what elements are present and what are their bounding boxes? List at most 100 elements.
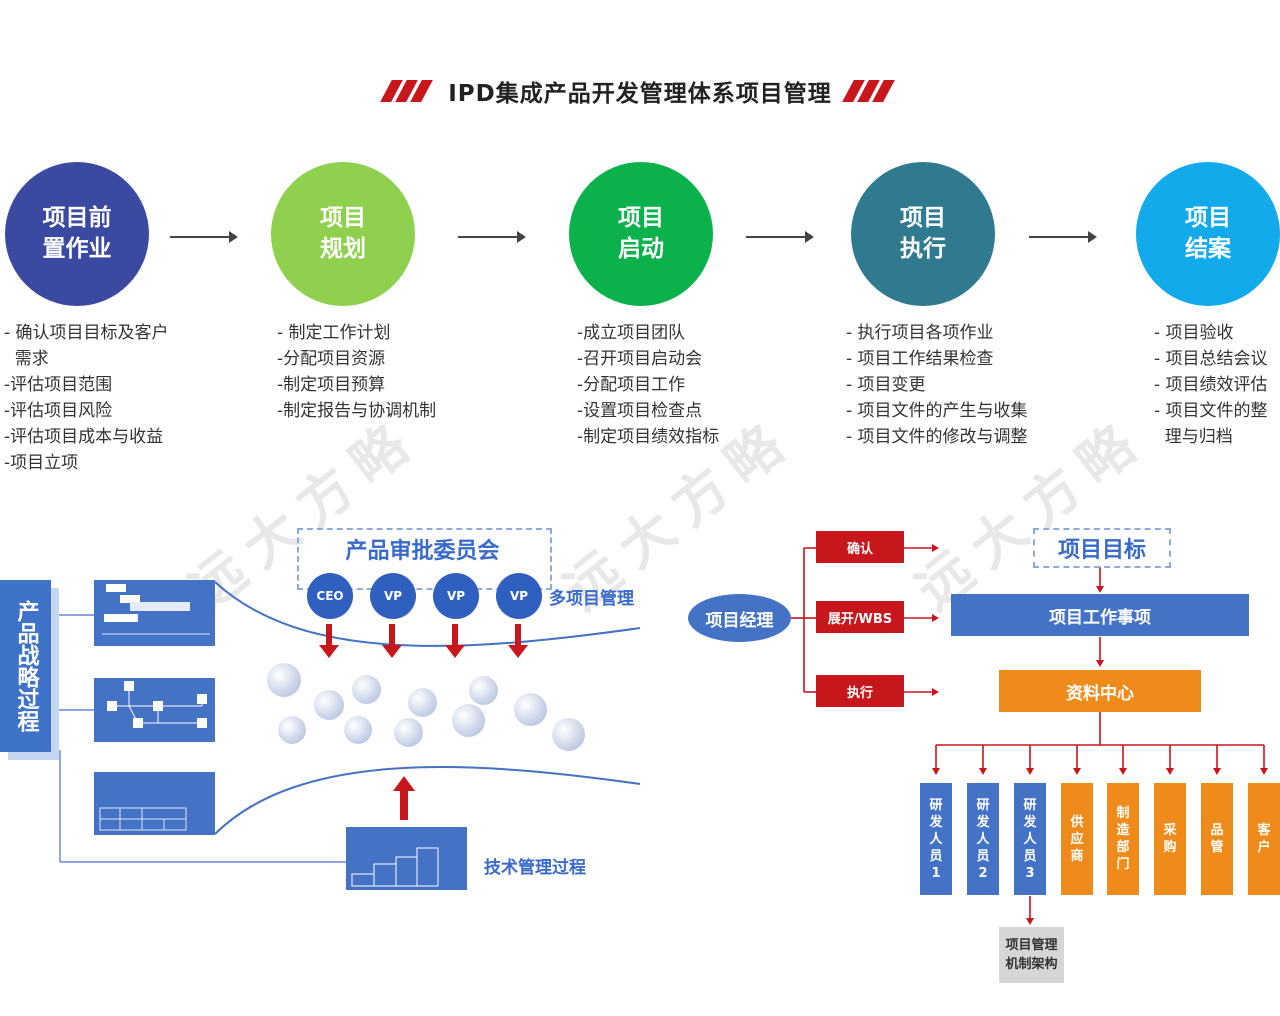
task-item: - 项目绩效评估 xyxy=(1154,375,1268,395)
dept-label: 品管 xyxy=(1210,823,1224,855)
mechanism-line1: 项目管理 xyxy=(1005,938,1058,953)
task-item: -分配项目资源 xyxy=(277,349,386,369)
member-vp: VP xyxy=(433,573,479,619)
mechanism-line2: 机制架构 xyxy=(1005,957,1058,972)
flow-arrow xyxy=(1029,231,1097,243)
network-panel xyxy=(94,678,215,742)
up-arrow-head-icon xyxy=(393,776,415,791)
gantt-chart-icon xyxy=(102,584,210,635)
down-arrow-icon xyxy=(319,624,339,658)
left-diagram-lines xyxy=(52,581,641,863)
task-item: -制定项目绩效指标 xyxy=(577,427,720,447)
project-bubble xyxy=(552,718,585,751)
project-goal-box: 项目目标 xyxy=(1033,528,1171,568)
project-bubble xyxy=(452,704,485,737)
up-arrow-icon xyxy=(400,790,408,820)
phase-circle-closing: 项目 结案 xyxy=(1136,162,1280,306)
task-item: - 确认项目目标及客户 xyxy=(4,323,169,343)
project-bubble xyxy=(469,676,498,705)
flow-arrow xyxy=(746,231,814,243)
task-item: -召开项目启动会 xyxy=(577,349,703,369)
phase-label-line1: 项目前 xyxy=(42,205,112,231)
task-item: - 项目文件的修改与调整 xyxy=(846,427,1028,447)
right-diagram-lines xyxy=(791,544,1268,925)
page-title: IPD集成产品开发管理体系项目管理 xyxy=(448,81,832,107)
bar-steps-icon xyxy=(351,847,439,887)
flow-arrow xyxy=(458,231,526,243)
phase-circle-start: 项目 启动 xyxy=(569,162,713,306)
action-execute: 执行 xyxy=(816,675,904,707)
task-item: -设置项目检查点 xyxy=(577,401,703,421)
task-item: - 项目验收 xyxy=(1154,323,1234,343)
phase-circle-planning: 项目 规划 xyxy=(271,162,415,306)
down-arrow-icon xyxy=(445,624,465,658)
member-vp: VP xyxy=(496,573,542,619)
dept-label: 客户 xyxy=(1257,823,1271,855)
committee-title: 产品审批委员会 xyxy=(345,539,500,564)
down-arrow-icon xyxy=(382,624,402,658)
task-item: - 项目文件的产生与收集 xyxy=(846,401,1028,421)
task-list-planning: - 制定工作计划 -分配项目资源 -制定项目预算 -制定报告与协调机制 xyxy=(277,320,436,424)
dept-rd-2: 研发人员2 xyxy=(967,783,999,895)
project-bubble xyxy=(352,675,381,704)
task-item: - 执行项目各项作业 xyxy=(846,323,994,343)
phase-label-line2: 置作业 xyxy=(42,236,112,262)
mechanism-box: 项目管理 机制架构 xyxy=(999,927,1064,983)
task-item: 需求 xyxy=(4,349,49,369)
tech-process-label: 技术管理过程 xyxy=(484,858,586,878)
task-item: 理与归档 xyxy=(1154,427,1233,447)
committee-box xyxy=(297,528,552,590)
network-diagram-icon xyxy=(107,681,207,728)
dept-customer: 客户 xyxy=(1248,783,1280,895)
task-list-execution: - 执行项目各项作业 - 项目工作结果检查 - 项目变更 - 项目文件的产生与收… xyxy=(846,320,1028,450)
project-bubble xyxy=(408,688,437,717)
task-item: -制定项目预算 xyxy=(277,375,386,395)
dept-label: 采购 xyxy=(1163,823,1177,855)
dept-rd-1: 研发人员1 xyxy=(920,783,952,895)
task-item: -成立项目团队 xyxy=(577,323,686,343)
task-item: -评估项目范围 xyxy=(4,375,113,395)
work-items-box: 项目工作事项 xyxy=(951,594,1249,636)
project-bubble xyxy=(278,716,306,744)
tech-panel xyxy=(346,827,467,890)
phase-label-line2: 结案 xyxy=(1185,236,1231,262)
phase-circle-pre: 项目前 置作业 xyxy=(5,162,149,306)
task-item: -评估项目风险 xyxy=(4,401,113,421)
project-bubble xyxy=(394,718,423,747)
down-arrow-icon xyxy=(508,624,528,658)
action-confirm: 确认 xyxy=(816,531,904,563)
phase-label-line1: 项目 xyxy=(900,205,946,231)
task-item: - 制定工作计划 xyxy=(277,323,391,343)
task-item: - 项目总结会议 xyxy=(1154,349,1268,369)
phase-label-line1: 项目 xyxy=(320,205,366,231)
task-item: - 项目变更 xyxy=(846,375,926,395)
dept-purchasing: 采购 xyxy=(1154,783,1186,895)
phase-label-line2: 启动 xyxy=(618,236,664,262)
dept-label: 研发人员1 xyxy=(929,797,943,881)
task-item: - 项目工作结果检查 xyxy=(846,349,994,369)
phase-label-line2: 规划 xyxy=(320,236,366,262)
table-grid-icon xyxy=(99,807,187,831)
flow-arrow xyxy=(170,231,238,243)
dept-quality: 品管 xyxy=(1201,783,1233,895)
task-item: -分配项目工作 xyxy=(577,375,686,395)
dept-rd-3: 研发人员3 xyxy=(1014,783,1046,895)
phase-label-line1: 项目 xyxy=(1185,205,1231,231)
phase-label-line1: 项目 xyxy=(618,205,664,231)
member-ceo: CEO xyxy=(307,573,353,619)
phase-label-line2: 执行 xyxy=(900,236,946,262)
project-manager-node: 项目经理 xyxy=(688,594,791,642)
dept-label: 研发人员2 xyxy=(976,797,990,881)
task-item: -制定报告与协调机制 xyxy=(277,401,437,421)
task-item: - 项目文件的整 xyxy=(1154,401,1268,421)
project-bubble xyxy=(314,690,344,720)
dept-manufacturing: 制造部门 xyxy=(1107,783,1139,895)
strategy-process-bar: 产品战略过程 xyxy=(0,580,51,752)
gantt-panel xyxy=(94,580,215,646)
phase-circle-execution: 项目 执行 xyxy=(851,162,995,306)
task-list-start: -成立项目团队 -召开项目启动会 -分配项目工作 -设置项目检查点 -制定项目绩… xyxy=(577,320,719,450)
data-center-box: 资料中心 xyxy=(999,670,1201,712)
dept-label: 供应商 xyxy=(1070,814,1084,864)
dept-label: 研发人员3 xyxy=(1023,797,1037,881)
project-bubble xyxy=(267,663,301,697)
